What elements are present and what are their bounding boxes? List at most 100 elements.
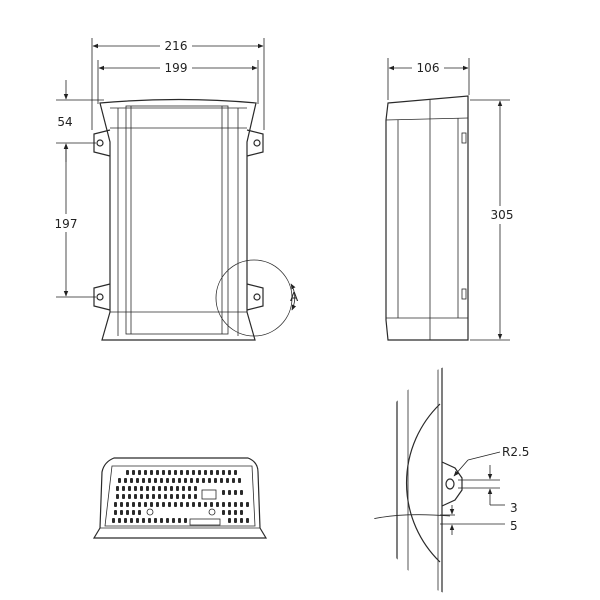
vent-slot: [234, 502, 237, 507]
vent-slot: [130, 518, 133, 523]
vent-slot: [124, 518, 127, 523]
vent-slot: [222, 502, 225, 507]
vent-slot: [172, 518, 175, 523]
vent-slot: [122, 494, 125, 499]
vent-slot: [198, 470, 201, 475]
vent-slot: [156, 502, 159, 507]
vent-slot: [140, 494, 143, 499]
vent-slot: [142, 478, 145, 483]
vent-slot: [144, 470, 147, 475]
bottom-screw-right: [208, 508, 216, 516]
vent-slot: [146, 486, 149, 491]
vent-slot: [214, 478, 217, 483]
vent-slot: [152, 486, 155, 491]
vent-slot: [122, 486, 125, 491]
vent-slot: [216, 502, 219, 507]
vent-slot: [112, 518, 115, 523]
vent-slot: [132, 510, 135, 515]
vent-slot: [238, 478, 241, 483]
vent-slot: [152, 494, 155, 499]
vent-slot: [222, 510, 225, 515]
vent-slot: [168, 502, 171, 507]
vent-slot: [170, 486, 173, 491]
vent-slot: [176, 486, 179, 491]
vent-slot: [136, 518, 139, 523]
vent-slot: [196, 478, 199, 483]
vent-slot: [208, 478, 211, 483]
vent-slot: [190, 478, 193, 483]
front-body-outline: [99, 98, 257, 341]
mount-tab-top-right: [246, 129, 264, 157]
vent-slot: [164, 486, 167, 491]
dim-top-to-mount: 54: [57, 115, 72, 129]
dim-height: 305: [491, 208, 514, 222]
vent-slot: [158, 494, 161, 499]
vent-slot: [162, 470, 165, 475]
vent-slot: [228, 470, 231, 475]
vent-slot: [234, 470, 237, 475]
vent-grille: [112, 470, 249, 523]
dim-mount-spacing: 197: [55, 217, 78, 231]
vent-slot: [170, 494, 173, 499]
terminal-block: [189, 518, 221, 526]
vent-slot: [192, 502, 195, 507]
vent-slot: [192, 470, 195, 475]
vent-slot: [116, 494, 119, 499]
vent-slot: [172, 478, 175, 483]
vent-slot: [194, 494, 197, 499]
dim-width-inner: 199: [165, 61, 188, 75]
vent-slot: [174, 502, 177, 507]
vent-slot: [132, 470, 135, 475]
vent-slot: [246, 502, 249, 507]
vent-slot: [226, 478, 229, 483]
front-view: A 216 199 54 197: [50, 38, 299, 341]
vent-slot: [148, 518, 151, 523]
vent-slot: [188, 486, 191, 491]
vent-slot: [184, 478, 187, 483]
vent-slot: [118, 478, 121, 483]
vent-slot: [184, 518, 187, 523]
vent-slot: [128, 494, 131, 499]
vent-slot: [204, 502, 207, 507]
vent-slot: [164, 494, 167, 499]
vent-slot: [220, 478, 223, 483]
vent-slot: [120, 502, 123, 507]
vent-slot: [128, 486, 131, 491]
vent-slot: [124, 478, 127, 483]
vent-slot: [126, 470, 129, 475]
vent-slot: [150, 502, 153, 507]
vent-slot: [144, 502, 147, 507]
front-panel: [125, 105, 229, 335]
vent-slot: [130, 478, 133, 483]
mount-tab-bottom-left: [93, 283, 111, 311]
mount-tab-bottom-right: [246, 283, 264, 311]
vent-slot: [222, 470, 225, 475]
vent-slot: [114, 502, 117, 507]
bottom-screw-left: [146, 508, 154, 516]
vent-slot: [182, 494, 185, 499]
vent-slot: [148, 478, 151, 483]
vent-slot: [132, 502, 135, 507]
vent-slot: [228, 502, 231, 507]
vent-slot: [150, 470, 153, 475]
vent-slot: [240, 502, 243, 507]
vent-slot: [116, 486, 119, 491]
vent-slot: [120, 510, 123, 515]
vent-slot: [210, 470, 213, 475]
bottom-view: [92, 457, 268, 539]
vent-slot: [154, 478, 157, 483]
vent-slot: [168, 470, 171, 475]
vent-slot: [178, 478, 181, 483]
vent-slot: [186, 502, 189, 507]
vent-slot: [228, 518, 231, 523]
detail-a-label: A: [290, 290, 299, 304]
vent-slot: [146, 494, 149, 499]
dim-width-overall: 216: [165, 39, 188, 53]
vent-slot: [234, 510, 237, 515]
dim-depth: 106: [417, 61, 440, 75]
vent-slot: [216, 470, 219, 475]
vent-slot: [174, 470, 177, 475]
label-panel: [201, 489, 217, 500]
vent-slot: [180, 502, 183, 507]
